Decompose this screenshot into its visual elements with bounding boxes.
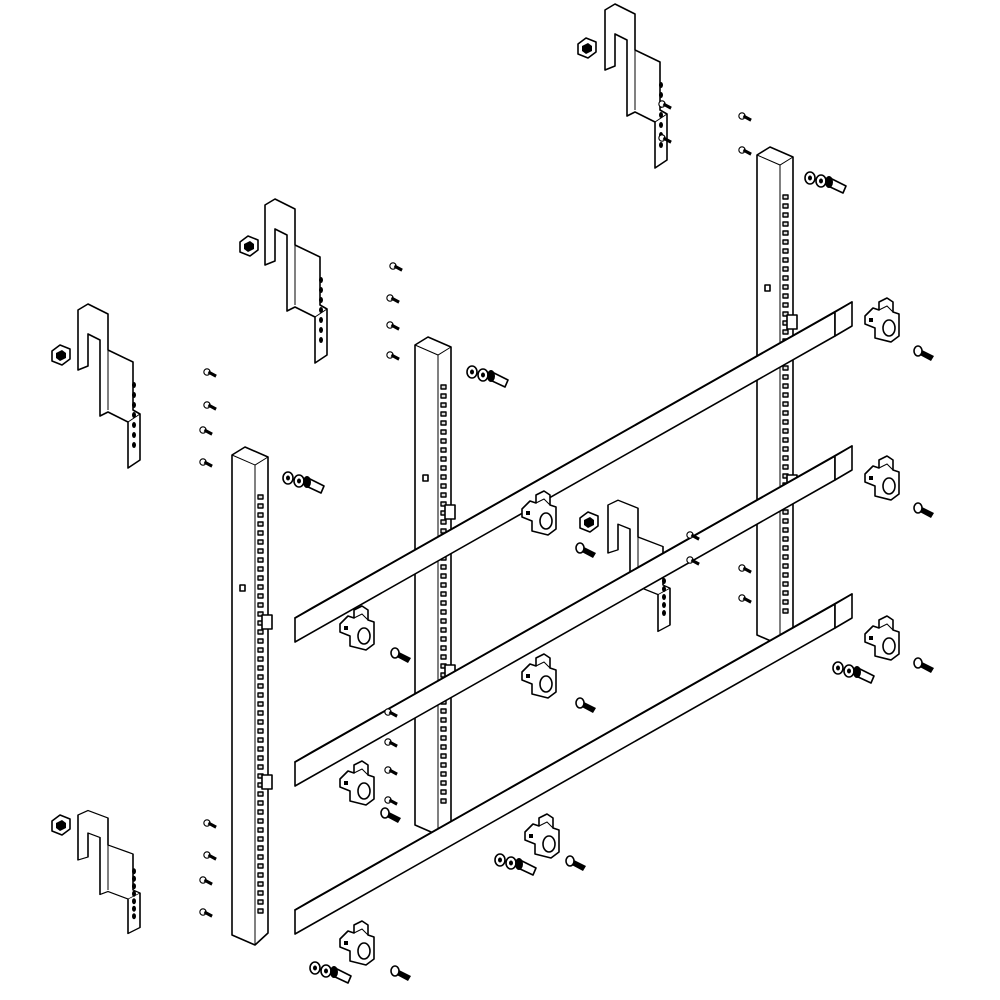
bar-clamp <box>864 615 900 661</box>
bar-clamp <box>864 455 900 501</box>
cage-nut <box>577 37 597 59</box>
screw <box>575 542 597 559</box>
bar-clamp <box>521 653 557 699</box>
small-screw <box>386 294 401 305</box>
post-clip <box>261 614 273 630</box>
mounting-bracket <box>604 3 668 169</box>
small-screw <box>203 851 218 862</box>
small-screw <box>199 908 214 919</box>
cage-nut <box>51 344 71 366</box>
cage-nut <box>51 814 71 836</box>
small-screw <box>384 766 399 777</box>
vertical-post <box>414 336 456 836</box>
small-screw <box>738 594 753 605</box>
small-screw <box>199 876 214 887</box>
post-clip <box>261 774 273 790</box>
bolt-with-washers <box>804 171 847 194</box>
screw <box>380 807 402 824</box>
screw <box>913 502 935 519</box>
small-screw <box>199 458 214 469</box>
screw <box>565 855 587 872</box>
small-screw <box>199 426 214 437</box>
small-screw <box>738 146 753 157</box>
bolt-with-washers <box>494 853 537 876</box>
screw <box>575 697 597 714</box>
mounting-brackets <box>77 3 671 935</box>
small-screw <box>386 321 401 332</box>
small-screw <box>386 351 401 362</box>
bar-clamp <box>864 297 900 343</box>
small-screw <box>738 112 753 123</box>
mounting-bracket <box>77 303 141 469</box>
bar-clamp <box>524 813 560 859</box>
small-screw <box>384 738 399 749</box>
vertical-posts <box>231 146 798 946</box>
horizontal-bars <box>294 301 853 935</box>
bar-clamp <box>339 920 375 966</box>
small-screw <box>389 262 404 273</box>
vertical-post <box>231 446 273 946</box>
small-screw <box>384 796 399 807</box>
bolt-with-washers <box>832 661 875 684</box>
small-screw <box>203 819 218 830</box>
screw <box>390 965 412 982</box>
bolt-with-washers <box>309 961 352 984</box>
mounting-bracket <box>77 809 141 935</box>
post-clip <box>444 504 456 520</box>
small-screw <box>203 368 218 379</box>
screw <box>913 345 935 362</box>
bolt-with-washers <box>466 365 509 388</box>
mounting-bracket <box>264 198 328 364</box>
bolt-with-washers <box>282 471 325 494</box>
screw <box>913 657 935 674</box>
post-clip <box>786 314 798 330</box>
horizontal-bar <box>294 445 853 787</box>
horizontal-bar <box>294 301 853 643</box>
horizontal-bar <box>294 593 853 935</box>
small-screw <box>738 564 753 575</box>
small-screw <box>203 401 218 412</box>
screw <box>390 647 412 664</box>
bar-clamp <box>339 760 375 806</box>
cage-nut <box>579 511 599 533</box>
cage-nut <box>239 235 259 257</box>
vertical-post <box>756 146 798 646</box>
